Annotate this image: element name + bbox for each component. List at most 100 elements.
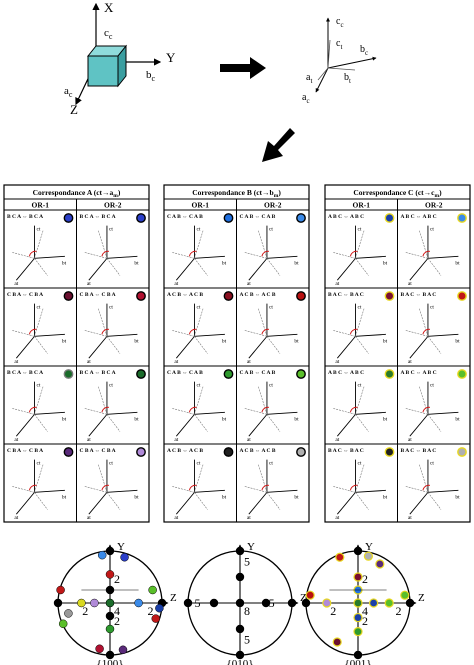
axis-b-label: bt — [62, 338, 67, 344]
variant-label: C B A ⇔ C B A — [80, 292, 116, 298]
axis-b-label: bt — [455, 260, 460, 266]
axis-b-label: bt — [62, 494, 67, 500]
axis-c-label: ct — [357, 226, 361, 232]
axis-b-label: bt — [134, 338, 139, 344]
axis-a-label: at — [408, 359, 412, 365]
axis-a-label: at — [247, 359, 251, 365]
axis-b-label: bt — [383, 494, 388, 500]
axis-a-label: at — [335, 359, 339, 365]
tetragonal-axes-diagram: cc ct bc bt at ac — [302, 16, 377, 105]
variant-axes-sketch: ct bt at — [404, 303, 460, 365]
column-header-or2: OR-2 — [264, 201, 282, 210]
table-title: Correspondance B (ct→bm) — [192, 188, 281, 199]
variant-color-dot — [136, 369, 146, 379]
axis-c-label: ct — [269, 226, 273, 232]
variant-pole-point — [353, 626, 363, 637]
transform-arrow-down — [262, 128, 295, 162]
axis-b-label: bt — [134, 260, 139, 266]
variant-pole-point — [305, 590, 315, 600]
variant-color-dot — [457, 213, 467, 223]
variant-label: A C B ⇔ A C B — [167, 448, 203, 454]
variant-color-dot — [296, 369, 306, 379]
variant-label: C B A ⇔ C B A — [7, 448, 43, 454]
axis-c-label: ct — [109, 382, 113, 388]
axis-c-label: ct — [357, 304, 361, 310]
axis-y-label: Y — [166, 50, 176, 65]
axis-c-label: ct — [109, 226, 113, 232]
axis-c-label: ct — [36, 304, 40, 310]
variant-pole-point — [105, 598, 115, 608]
variant-label: C A B ⇔ C A B — [167, 370, 203, 376]
axis-b-label: bt — [455, 416, 460, 422]
axis-a-label: at — [335, 281, 339, 287]
axis-c-label: ct — [430, 304, 434, 310]
column-header-or2: OR-2 — [104, 201, 122, 210]
variant-pole-point — [105, 611, 115, 621]
variant-color-dot — [136, 213, 146, 223]
axis-b-label: bt — [222, 416, 227, 422]
axis-b-label: bt — [294, 260, 299, 266]
label-right-bt: bt — [344, 72, 351, 85]
pole-point — [53, 598, 63, 608]
variant-pole-point — [97, 550, 107, 560]
variant-pole-point — [118, 645, 128, 655]
variant-color-dot — [136, 447, 146, 457]
axis-z-label: Z — [70, 102, 78, 117]
variant-pole-point — [375, 559, 385, 569]
pole-y-label: Y — [247, 541, 255, 553]
axis-b-label: bt — [383, 260, 388, 266]
variant-color-dot — [223, 291, 234, 301]
variant-label: A C B ⇔ A C B — [240, 292, 276, 298]
pole-point — [105, 546, 115, 556]
pole-multiplicity: 8 — [244, 604, 250, 618]
variant-pole-point — [90, 598, 99, 608]
pole-y-label: Y — [117, 541, 125, 553]
column-header-or1: OR-1 — [192, 201, 210, 210]
pole-point — [235, 598, 245, 608]
axis-a-label: at — [335, 437, 339, 443]
variant-pole-point — [155, 603, 164, 613]
variant-pole-point — [332, 637, 342, 647]
axis-b-label: bt — [455, 338, 460, 344]
axis-a-label: at — [174, 281, 178, 287]
axis-c-label: ct — [357, 460, 361, 466]
variant-label: A B C ⇔ A B C — [401, 214, 437, 220]
axis-c-label: ct — [269, 382, 273, 388]
axis-b-label: bt — [62, 416, 67, 422]
variant-pole-point — [56, 585, 65, 595]
pole-multiplicity: 5 — [269, 596, 275, 610]
pole-y-label: Y — [365, 541, 373, 553]
axis-a-label: at — [14, 359, 18, 365]
pole-point — [235, 572, 245, 582]
variant-label: A B C ⇔ A B C — [401, 370, 437, 376]
variant-pole-point — [363, 551, 373, 561]
pole-multiplicity: 4 — [362, 604, 368, 618]
axis-c-label: ct — [430, 460, 434, 466]
pole-z-label: Z — [300, 592, 307, 604]
axis-c-label: ct — [36, 460, 40, 466]
axis-b-label: bt — [383, 338, 388, 344]
column-header-or2: OR-2 — [425, 201, 443, 210]
label-right-at: at — [306, 72, 312, 85]
pole-point — [105, 650, 115, 660]
pole-multiplicity: 2 — [82, 604, 88, 618]
variant-axes-sketch: ct bt at — [11, 303, 67, 365]
axis-b-label: bt — [62, 260, 67, 266]
label-ac: ac — [64, 85, 73, 99]
